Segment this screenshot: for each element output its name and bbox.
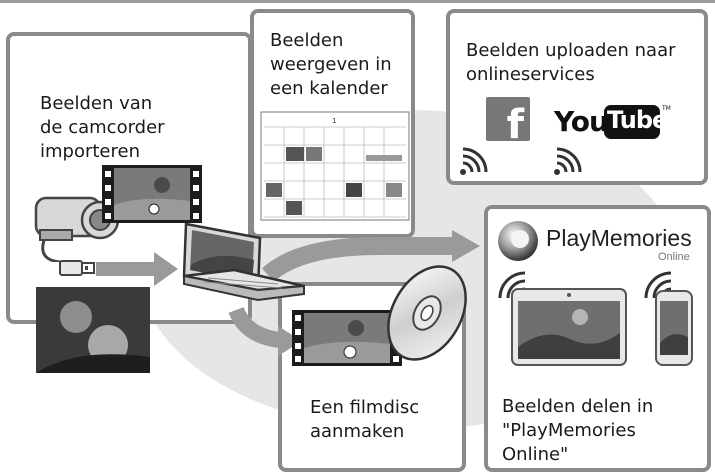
- playmemories-sub: Online: [658, 251, 690, 263]
- film-strip-icon: [102, 165, 202, 223]
- youtube-you-text: You: [554, 105, 609, 138]
- wifi-signal-icon: [460, 147, 488, 175]
- calendar-thumbnail: 1: [260, 111, 410, 221]
- usb-plug-icon: [59, 260, 95, 276]
- youtube-tm: TM: [662, 105, 671, 112]
- tablet-icon: [511, 288, 627, 366]
- disc-card-label: Een filmdisc aanmaken: [310, 397, 420, 442]
- import-card: Beelden van de camcorder importeren: [6, 32, 252, 324]
- family-photo: [36, 287, 150, 373]
- laptop-icon: [182, 222, 305, 302]
- facebook-logo-letter: f: [506, 102, 524, 148]
- disc-icon: [387, 265, 467, 361]
- youtube-tube-text: Tube: [607, 106, 668, 134]
- youtube-tube-box: [604, 105, 660, 139]
- share-card: Beelden delen in "PlayMemories Online" P…: [484, 205, 711, 472]
- youtube-logo: You Tube TM: [554, 105, 671, 143]
- upload-card-label: Beelden uploaden naar onlineservices: [466, 40, 676, 85]
- top-rule: [0, 0, 715, 3]
- import-card-label: Beelden van de camcorder importeren: [40, 93, 165, 162]
- wifi-signal-icon: [554, 147, 582, 175]
- calendar-card: Beelden weergeven in een kalender 1: [250, 9, 415, 238]
- smartphone-icon: [655, 290, 693, 366]
- upload-card: Beelden uploaden naar onlineservices f Y…: [446, 9, 708, 185]
- share-card-label: Beelden delen in "PlayMemories Online": [502, 396, 654, 465]
- calendar-card-label: Beelden weergeven in een kalender: [270, 30, 392, 99]
- film-strip-icon: [292, 310, 402, 366]
- playmemories-name: PlayMemories: [546, 225, 692, 251]
- playmemories-logo-icon: [498, 221, 538, 261]
- svg-text:1: 1: [332, 117, 336, 125]
- facebook-logo: f: [486, 97, 530, 145]
